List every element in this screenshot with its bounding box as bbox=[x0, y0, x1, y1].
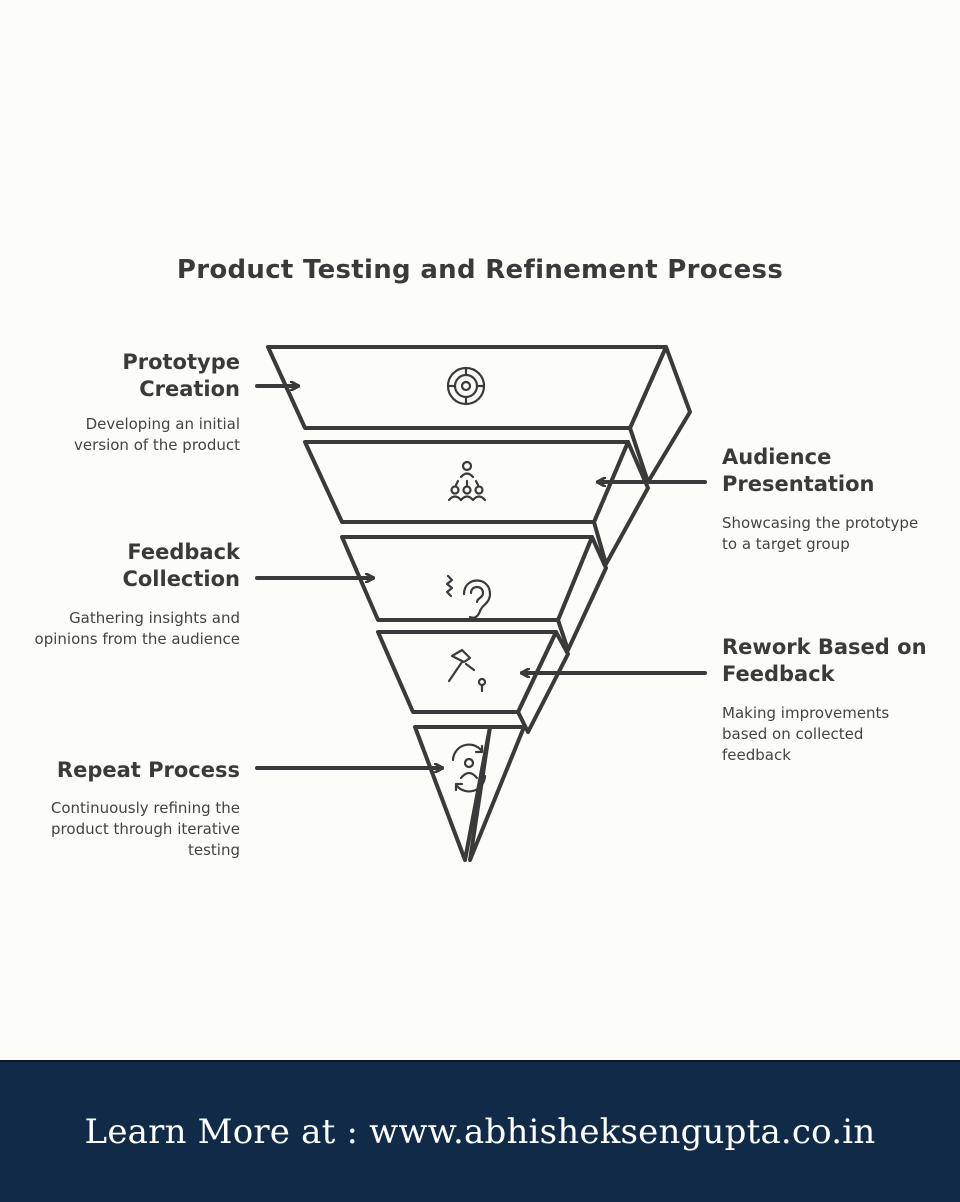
refresh-user-icon bbox=[451, 743, 487, 793]
funnel-level-5 bbox=[413, 725, 526, 862]
ear-icon bbox=[445, 574, 492, 619]
stage-desc-feedback-collection: Gathering insights and opinions from the… bbox=[34, 609, 240, 648]
stage-heading-repeat-process: Repeat Process bbox=[56, 758, 240, 782]
stage-heading-rework: Rework Based on Feedback bbox=[722, 635, 927, 686]
stage-desc-prototype-creation: Developing an initial version of the pro… bbox=[73, 415, 240, 454]
stage-desc-repeat-process: Continuously refining the product throug… bbox=[50, 799, 240, 859]
footer-banner: Learn More at : www.abhisheksengupta.co.… bbox=[0, 1060, 960, 1202]
stage-desc-rework: Making improvements based on collected f… bbox=[722, 704, 890, 764]
funnel-level-4 bbox=[376, 630, 570, 734]
target-icon bbox=[446, 366, 486, 406]
stage-heading-audience-presentation: Audience Presentation bbox=[722, 445, 875, 496]
funnel-diagram bbox=[255, 345, 707, 862]
diagram-canvas: Product Testing and Refinement Process bbox=[34, 255, 927, 862]
diagram-title: Product Testing and Refinement Process bbox=[176, 255, 784, 285]
audience-icon bbox=[447, 460, 487, 502]
stage-heading-prototype-creation: Prototype Creation bbox=[122, 350, 240, 401]
stage-desc-audience-presentation: Showcasing the prototype to a target gro… bbox=[722, 514, 919, 553]
funnel-level-3 bbox=[340, 535, 608, 652]
hammer-icon bbox=[447, 648, 487, 693]
footer-link-text[interactable]: Learn More at : www.abhisheksengupta.co.… bbox=[84, 1112, 876, 1152]
stage-heading-feedback-collection: Feedback Collection bbox=[122, 540, 240, 591]
